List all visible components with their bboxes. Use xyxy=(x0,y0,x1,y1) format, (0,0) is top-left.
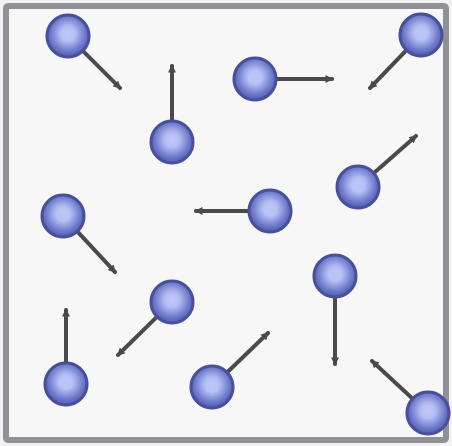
particle-core xyxy=(248,71,262,85)
particle-core xyxy=(421,405,435,419)
particle-core xyxy=(351,179,365,193)
particle-core xyxy=(328,268,342,282)
particle-core xyxy=(205,379,219,393)
particle-core xyxy=(165,134,179,148)
particle-core xyxy=(263,203,277,217)
particle-core xyxy=(414,27,428,41)
particle-core xyxy=(59,376,73,390)
particle-core xyxy=(61,28,75,42)
particle-core xyxy=(56,208,70,222)
particle-core xyxy=(165,294,179,308)
